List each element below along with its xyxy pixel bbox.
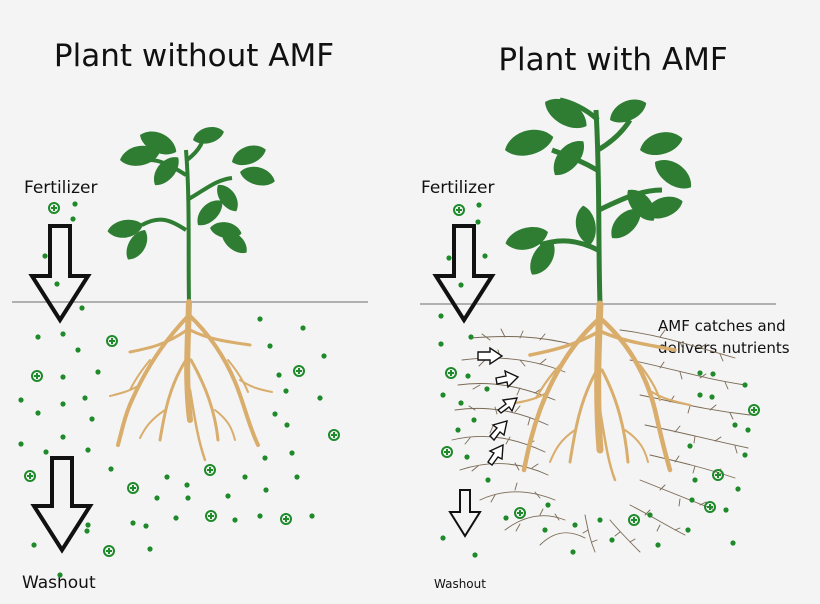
right-arrow-icon	[496, 397, 519, 414]
left-plant	[106, 123, 278, 303]
plus-circle-icon	[280, 513, 292, 525]
plus-circle-icon	[106, 335, 118, 347]
right-fertilizer-label: Fertilizer	[421, 178, 495, 198]
left-leaf	[237, 162, 278, 190]
left-fertilizer-down-arrow-icon	[28, 224, 92, 324]
right-plant	[501, 91, 698, 305]
plus-circle-icon	[48, 202, 60, 214]
plus-circle-icon	[24, 470, 36, 482]
plus-circle-icon	[103, 545, 115, 557]
right-washout-label: Washout	[434, 577, 486, 591]
right-leaf	[546, 133, 591, 182]
plus-circle-icon	[704, 501, 716, 513]
left-leaf	[190, 123, 226, 147]
plus-circle-icon	[127, 482, 139, 494]
plus-circle-icon	[514, 507, 526, 519]
right-fertilizer-down-arrow-icon	[432, 224, 496, 324]
right-roots	[508, 300, 692, 482]
left-fertilizer-label: Fertilizer	[24, 178, 98, 198]
plus-circle-icon	[441, 446, 453, 458]
left-nutrient-dots	[18, 201, 327, 578]
plus-circle-icon	[204, 464, 216, 476]
left-title: Plant without AMF	[54, 38, 334, 74]
right-title: Plant with AMF	[498, 42, 727, 78]
right-panel: Plant with AMF Fertilizer Washout AMF ca…	[420, 42, 790, 591]
right-washout-down-arrow-icon	[448, 489, 482, 538]
amf-label-line2: delivers nutrients	[658, 339, 790, 357]
right-arrow-icon	[477, 346, 504, 366]
left-washout-label: Washout	[22, 573, 96, 593]
plus-circle-icon	[328, 429, 340, 441]
plus-circle-icon	[748, 404, 760, 416]
right-leaf	[501, 124, 557, 161]
plus-circle-icon	[205, 510, 217, 522]
right-leaf	[637, 127, 686, 160]
amf-delivery-arrows	[477, 346, 520, 466]
amf-label-line1: AMF catches and	[658, 317, 786, 335]
left-washout-down-arrow-icon	[30, 456, 94, 554]
right-nutrient-plus-icons	[441, 204, 760, 526]
left-nutrient-plus-icons	[24, 202, 340, 557]
right-nutrient-dots	[438, 202, 751, 558]
plus-circle-icon	[293, 365, 305, 377]
right-leaf	[539, 91, 593, 136]
left-panel: Plant without AMF Fertilizer Washout	[12, 38, 368, 593]
plus-circle-icon	[628, 514, 640, 526]
left-leaf	[228, 140, 269, 170]
plus-circle-icon	[453, 204, 465, 216]
right-arrow-icon	[487, 443, 504, 466]
right-arrow-icon	[489, 420, 508, 442]
left-stem	[141, 132, 233, 303]
right-arrow-icon	[495, 369, 520, 389]
plus-circle-icon	[445, 367, 457, 379]
left-roots	[109, 299, 273, 462]
plus-circle-icon	[31, 370, 43, 382]
plus-circle-icon	[712, 469, 724, 481]
